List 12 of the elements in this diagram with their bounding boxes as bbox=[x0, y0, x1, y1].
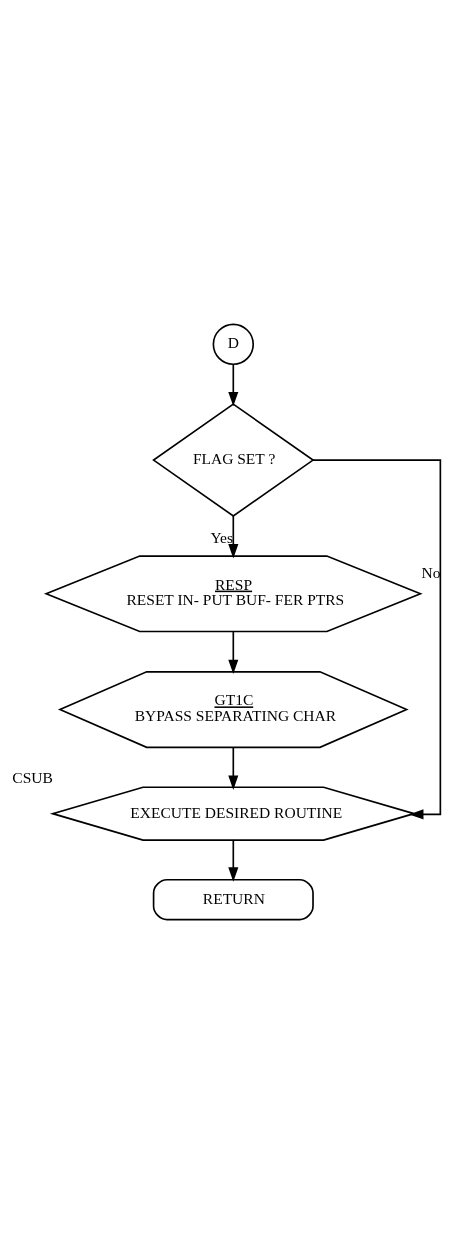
node-label: CSUB bbox=[12, 768, 53, 786]
edge-label: Yes bbox=[210, 528, 233, 546]
node-circle: D bbox=[212, 323, 255, 365]
arrow bbox=[228, 514, 239, 558]
node-diamond: FLAG SET ? bbox=[152, 402, 315, 517]
edge-label: No bbox=[421, 563, 441, 581]
arrow bbox=[312, 458, 442, 819]
arrow bbox=[228, 363, 239, 406]
arrow bbox=[228, 838, 239, 882]
arrow bbox=[228, 630, 239, 674]
node-box: RETURN bbox=[152, 878, 314, 920]
arrow bbox=[228, 746, 239, 790]
